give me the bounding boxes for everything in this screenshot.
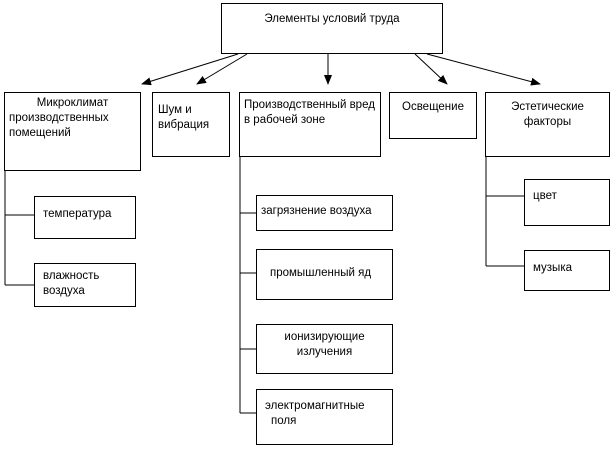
- node-text-line: в рабочей зоне: [244, 114, 326, 126]
- node-text-line: производственных: [9, 112, 109, 124]
- node-text-line: влажность: [43, 270, 100, 282]
- node-text-line: излучения: [296, 346, 353, 358]
- node-text-line: загрязнение воздуха: [261, 205, 372, 217]
- node-text-line: факторы: [523, 116, 572, 128]
- arrow-to-noise: [196, 53, 248, 85]
- category-microclimate: Микроклимат производственных помещений: [4, 92, 141, 171]
- category-lighting: Освещение: [389, 92, 477, 139]
- root-label: Элементы условий труда: [264, 13, 400, 25]
- subitem-electromagnetic-fields: электромагнитные поля: [256, 389, 393, 445]
- arrow-to-micro: [141, 53, 239, 86]
- node-text-line: воздуха: [43, 285, 85, 297]
- node-text-line: цвет: [533, 190, 557, 202]
- node-text-line: музыка: [533, 262, 573, 274]
- node-text-line: Микроклимат: [36, 97, 109, 109]
- category-aesthetics: Эстетические факторы: [485, 92, 610, 157]
- node-text-line: промышленный яд: [270, 267, 372, 279]
- node-text-line: Шум и: [158, 104, 192, 116]
- subitem-industrial-poison: промышленный яд: [256, 249, 393, 300]
- subitem-color: цвет: [524, 179, 610, 226]
- node-text-line: помещений: [9, 127, 71, 139]
- arrow-to-aesth: [426, 53, 541, 86]
- subitem-air-pollution: загрязнение воздуха: [256, 195, 393, 231]
- node-text-line: поля: [271, 415, 297, 427]
- node-text-line: Эстетические: [511, 101, 584, 113]
- node-text-line: вибрация: [158, 119, 210, 131]
- arrow-to-light: [414, 53, 448, 85]
- node-text-line: Производственный вред: [244, 99, 375, 111]
- category-noise: Шум и вибрация: [152, 92, 230, 157]
- node-text-line: Освещение: [402, 101, 464, 113]
- category-hazard: Производственный вред в рабочей зоне: [239, 92, 381, 157]
- root-node: Элементы условий труда: [221, 3, 443, 54]
- node-text-line: электромагнитные: [265, 400, 365, 412]
- subitem-ionizing-radiation: ионизирующие излучения: [256, 324, 393, 374]
- subitem-humidity: влажность воздуха: [34, 263, 136, 307]
- node-text-line: ионизирующие: [284, 331, 365, 343]
- node-text-line: температура: [43, 208, 112, 220]
- subitem-temperature: температура: [34, 196, 136, 239]
- subitem-music: музыка: [524, 250, 610, 291]
